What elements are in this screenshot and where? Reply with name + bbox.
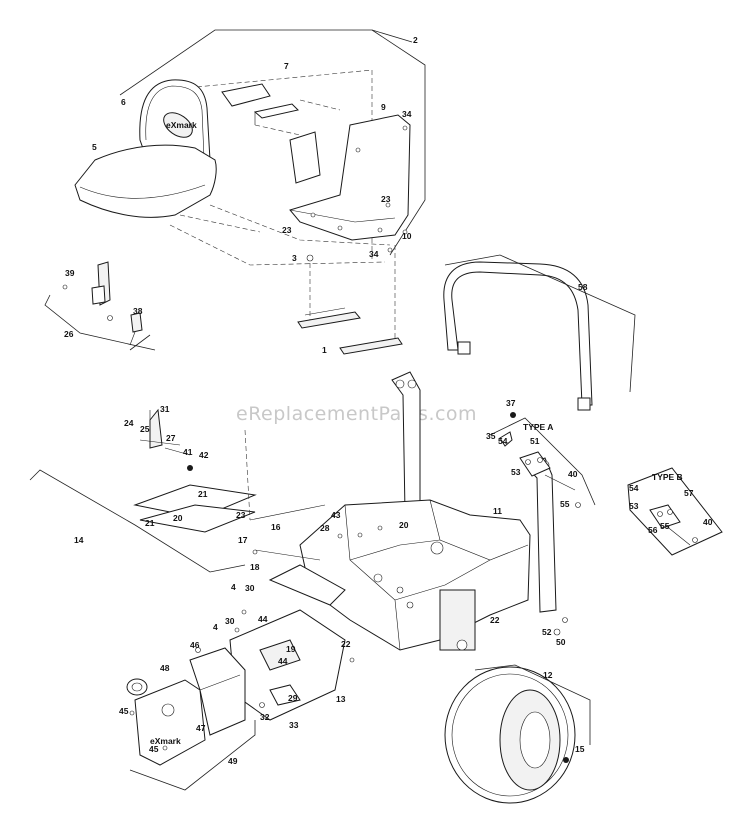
callout-39: 39 (65, 268, 75, 278)
console-logo: eXmark (150, 736, 181, 746)
callout-30: 30 (225, 616, 235, 626)
rear-tire (444, 664, 591, 804)
callout-26: 26 (64, 329, 74, 339)
callout-34: 34 (402, 109, 412, 119)
callout-51: 51 (530, 436, 540, 446)
callout-29: 29 (288, 693, 298, 703)
control-rod-2 (254, 549, 321, 561)
washer (306, 254, 314, 262)
callout-10: 10 (402, 231, 412, 241)
callout-58: 58 (578, 282, 588, 292)
callout-21: 21 (198, 489, 208, 499)
callout-14: 14 (74, 535, 84, 545)
main-frame (299, 499, 531, 651)
seat-slides (297, 245, 403, 355)
seat-cushion (74, 144, 217, 218)
callout-3: 3 (292, 253, 297, 263)
type-b-box: TYPE B (627, 467, 723, 556)
callout-28: 28 (320, 523, 330, 533)
callout-35: 35 (486, 431, 496, 441)
callout-23: 23 (282, 225, 292, 235)
callout-40: 40 (568, 469, 578, 479)
callout-55: 55 (560, 499, 570, 509)
callout-48: 48 (160, 663, 170, 673)
callout-54: 54 (629, 483, 639, 493)
callout-37: 37 (506, 398, 516, 408)
type-b-label: TYPE B (652, 472, 683, 482)
callout-1: 1 (322, 345, 327, 355)
seat-group-outline (119, 29, 426, 266)
callout-23: 23 (381, 194, 391, 204)
callout-46: 46 (190, 640, 200, 650)
callout-16: 16 (271, 522, 281, 532)
callout-9: 9 (381, 102, 386, 112)
callout-17: 17 (238, 535, 248, 545)
callout-33: 33 (289, 720, 299, 730)
callout-12: 12 (543, 670, 553, 680)
seat-belt (44, 261, 156, 351)
callout-25: 25 (140, 424, 150, 434)
callout-15: 15 (575, 744, 585, 754)
callout-45: 45 (149, 744, 159, 754)
callout-13: 13 (336, 694, 346, 704)
watermark-text: eReplacementParts.com (236, 403, 477, 425)
callout-55: 55 (660, 521, 670, 531)
callout-53: 53 (511, 467, 521, 477)
callout-44: 44 (258, 614, 268, 624)
type-a-label: TYPE A (523, 422, 553, 432)
callout-32: 32 (260, 712, 270, 722)
control-plates (229, 564, 346, 721)
callout-4: 4 (231, 582, 236, 592)
type-a-box: TYPE A (489, 417, 596, 506)
callout-22: 22 (490, 615, 500, 625)
callout-20: 20 (173, 513, 183, 523)
callout-53: 53 (629, 501, 639, 511)
side-console: eXmark (126, 647, 256, 791)
callout-42: 42 (199, 450, 209, 460)
callout-24: 24 (124, 418, 134, 428)
armrest (221, 83, 299, 125)
callout-31: 31 (160, 404, 170, 414)
callout-27: 27 (166, 433, 176, 443)
callout-7: 7 (284, 61, 289, 71)
callouts: 1 2 3 4 4 5 6 7 9 10 11 12 13 14 15 16 1… (64, 35, 713, 766)
callout-56: 56 (648, 525, 658, 535)
callout-44: 44 (278, 656, 288, 666)
callout-21: 21 (145, 518, 155, 528)
roll-bar (443, 254, 636, 411)
callout-57: 57 (684, 488, 694, 498)
callout-22: 22 (341, 639, 351, 649)
callout-47: 47 (196, 723, 206, 733)
hardware (62, 125, 698, 763)
callout-4: 4 (213, 622, 218, 632)
control-rod (249, 504, 326, 521)
callout-52: 52 (542, 627, 552, 637)
callout-50: 50 (556, 637, 566, 647)
callout-43: 43 (331, 510, 341, 520)
seat-pan (289, 114, 411, 241)
callout-6: 6 (121, 97, 126, 107)
callout-18: 18 (250, 562, 260, 572)
callout-19: 19 (286, 644, 296, 654)
callout-2: 2 (413, 35, 418, 45)
callout-38: 38 (133, 306, 143, 316)
callout-30: 30 (245, 583, 255, 593)
callout-23: 23 (236, 510, 246, 520)
callout-54: 54 (498, 436, 508, 446)
callout-40: 40 (703, 517, 713, 527)
seat-logo: eXmark (166, 120, 197, 130)
callout-20: 20 (399, 520, 409, 530)
callout-11: 11 (493, 506, 502, 516)
control-levers (29, 408, 257, 573)
callout-41: 41 (183, 447, 193, 457)
callout-45: 45 (119, 706, 129, 716)
callout-49: 49 (228, 756, 238, 766)
callout-5: 5 (92, 142, 97, 152)
callout-34: 34 (369, 249, 379, 259)
